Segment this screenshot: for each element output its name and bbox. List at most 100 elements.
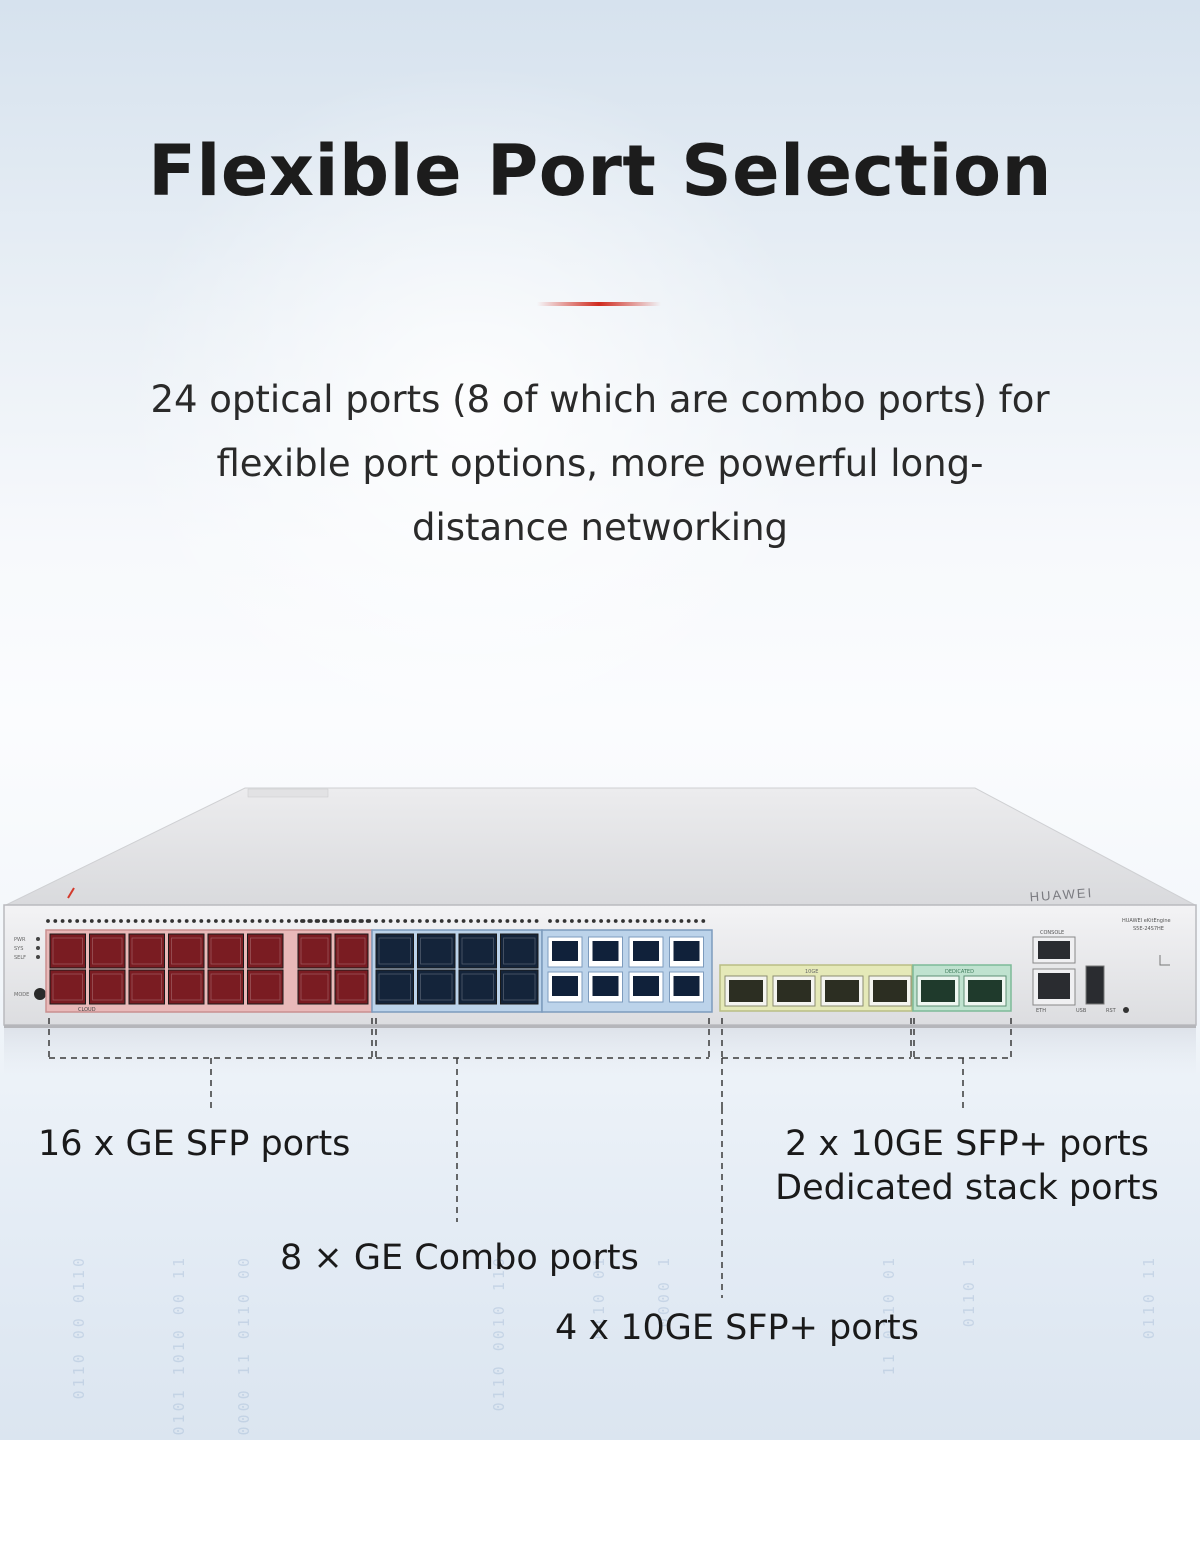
description: 24 optical ports (8 of which are combo p… xyxy=(150,378,1050,549)
status-led xyxy=(613,919,618,923)
status-led xyxy=(498,919,502,923)
status-led xyxy=(606,919,611,923)
callout-tengig: 4 x 10GE SFP+ ports xyxy=(555,1308,920,1348)
status-led xyxy=(520,919,524,923)
status-led xyxy=(562,919,567,923)
sfp-inner xyxy=(250,937,281,965)
status-led xyxy=(46,919,50,923)
chassis-top xyxy=(5,787,1196,906)
svg-text:ETH: ETH xyxy=(1036,1008,1046,1014)
status-led xyxy=(287,919,291,923)
status-led xyxy=(447,919,451,923)
status-led xyxy=(584,919,589,923)
status-led xyxy=(374,919,378,923)
status-led xyxy=(265,919,269,923)
sfp-cage xyxy=(128,969,165,1005)
sfp-inner xyxy=(503,973,536,1001)
callout-ge-sfp: 16 x GE SFP ports xyxy=(38,1124,351,1164)
hero-background: 0110 00 0110 0101 1010 00 11 0000 11 011… xyxy=(0,0,1200,1440)
status-led xyxy=(599,919,603,923)
status-led xyxy=(199,919,204,923)
status-led xyxy=(365,919,370,923)
status-led xyxy=(490,919,495,923)
callout-stack-line2: Dedicated stack ports xyxy=(775,1168,1159,1208)
page-title: Flexible Port Selection xyxy=(148,130,1052,212)
status-led xyxy=(358,919,363,923)
status-led xyxy=(432,919,437,923)
svg-text:SYS: SYS xyxy=(14,946,23,952)
sfp-inner xyxy=(300,937,329,965)
sfp-cage xyxy=(500,933,539,969)
status-led xyxy=(155,919,160,923)
status-led xyxy=(300,919,304,923)
sfp-cage xyxy=(417,969,456,1005)
sfp-cage xyxy=(334,933,369,969)
status-led xyxy=(97,919,101,923)
sfp-inner xyxy=(92,937,123,965)
status-led xyxy=(192,919,196,923)
sfp-cage xyxy=(49,969,86,1005)
status-led xyxy=(250,919,255,923)
status-led xyxy=(403,919,408,923)
status-led xyxy=(104,919,109,923)
callout-stack-line1: 2 x 10GE SFP+ ports xyxy=(784,1124,1149,1164)
sfp-inner xyxy=(337,937,366,965)
sfp-inner xyxy=(92,973,123,1001)
title-divider xyxy=(537,302,661,306)
sfp-cage xyxy=(417,933,456,969)
rj45-jack xyxy=(633,976,659,996)
sfp-cage xyxy=(207,969,244,1005)
status-led xyxy=(214,919,218,923)
status-led xyxy=(68,919,72,923)
status-led xyxy=(388,919,393,923)
sfp-cage xyxy=(458,969,497,1005)
status-led xyxy=(643,919,647,923)
mode-button xyxy=(34,988,46,1000)
sfp-cage xyxy=(89,969,126,1005)
sfp-inner xyxy=(300,973,329,1001)
sfp-cage xyxy=(89,933,126,969)
switch-illustration: HUAWEI PWR SYS SELF MODE CLOUD 10GE DEDI… xyxy=(3,787,1197,1108)
footer-band xyxy=(0,1440,1200,1553)
callout-combo: 8 × GE Combo ports xyxy=(280,1238,639,1278)
svg-text:CLOUD: CLOUD xyxy=(78,1007,96,1013)
tengig-ports xyxy=(724,975,912,1007)
rj45-jack xyxy=(592,941,619,961)
sfp-inner xyxy=(131,973,162,1001)
status-led xyxy=(512,919,517,923)
sfp-inner xyxy=(210,973,241,1001)
sfp-inner xyxy=(503,937,536,965)
status-led xyxy=(89,919,94,923)
status-led xyxy=(294,919,299,923)
svg-text:MODE: MODE xyxy=(14,992,29,998)
status-led xyxy=(343,919,348,923)
sfp-cage xyxy=(247,969,284,1005)
status-led xyxy=(635,919,640,923)
status-led xyxy=(162,919,167,923)
sfp-inner xyxy=(52,973,83,1001)
status-led xyxy=(461,919,466,923)
sfp-inner xyxy=(171,973,202,1001)
sfp-cage xyxy=(168,933,205,969)
status-led xyxy=(206,919,211,923)
status-led xyxy=(279,919,284,923)
svg-text:USB: USB xyxy=(1076,1008,1087,1014)
status-led xyxy=(111,919,116,923)
sfp-inner xyxy=(131,937,162,965)
sfp-inner xyxy=(337,973,366,1001)
status-led xyxy=(221,919,226,923)
status-led xyxy=(75,919,80,923)
background-glow xyxy=(120,60,820,760)
status-led xyxy=(396,919,400,923)
sfp-cage xyxy=(297,933,332,969)
sfp-inner xyxy=(420,973,453,1001)
status-led xyxy=(126,919,131,923)
sfp-plus-slot xyxy=(777,980,811,1002)
usb-port xyxy=(1085,965,1105,1005)
status-led xyxy=(439,919,444,923)
top-label-sticker xyxy=(247,788,329,798)
status-led xyxy=(577,919,582,923)
sfp-cage xyxy=(297,969,332,1005)
sfp-inner xyxy=(420,937,453,965)
status-led xyxy=(548,919,552,923)
